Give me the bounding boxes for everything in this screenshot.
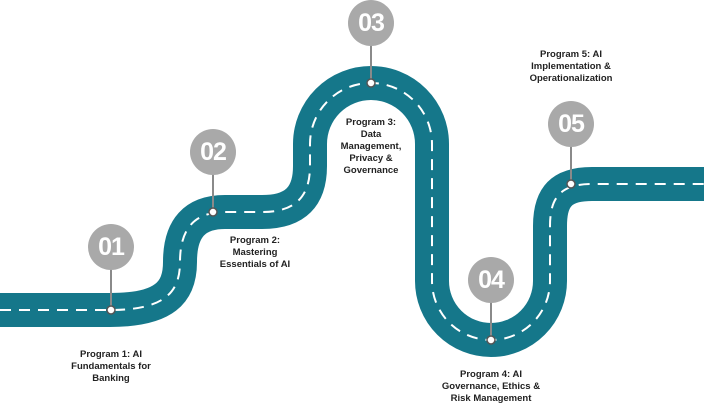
milestone-number-05: 05: [548, 101, 594, 147]
label-line: Program 5: AI: [540, 49, 602, 60]
label-line: Risk Management: [450, 393, 532, 404]
label-line: Management,: [340, 141, 402, 152]
label-line: Fundamentals for: [71, 361, 151, 372]
marker-stems: [110, 40, 572, 340]
label-line: Program 1: AI: [80, 349, 142, 360]
road-center-dashes: [0, 82, 704, 341]
label-line: Essentials of AI: [219, 259, 291, 270]
label-line: Implementation &: [531, 61, 611, 72]
label-line: Privacy &: [349, 153, 393, 164]
milestone-label-03: Program 3: Data Management, Privacy & Go…: [311, 117, 431, 177]
label-line: Program 3:: [345, 117, 397, 128]
label-line: Banking: [92, 373, 130, 384]
milestone-label-05: Program 5: AI Implementation & Operation…: [511, 49, 631, 85]
milestone-label-02: Program 2: Mastering Essentials of AI: [195, 235, 315, 271]
label-line: Mastering: [232, 247, 278, 258]
milestone-number-04: 04: [468, 257, 514, 303]
label-line: Governance, Ethics &: [441, 381, 541, 392]
label-line: Operationalization: [529, 73, 613, 84]
label-line: Program 4: AI: [460, 369, 522, 380]
milestone-label-04: Program 4: AI Governance, Ethics & Risk …: [431, 369, 551, 405]
label-line: Data: [360, 129, 382, 140]
milestone-label-01: Program 1: AI Fundamentals for Banking: [51, 349, 171, 385]
label-line: Program 2:: [229, 235, 281, 246]
milestone-number-01: 01: [88, 224, 134, 270]
milestone-number-02: 02: [190, 129, 236, 175]
road-marker-dots: [106, 78, 576, 345]
label-line: Governance: [343, 165, 399, 176]
milestone-number-03: 03: [348, 0, 394, 46]
